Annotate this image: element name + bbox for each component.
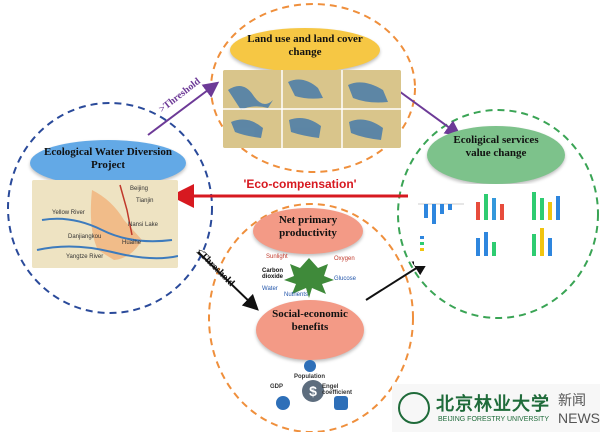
land-use-maps (223, 70, 401, 148)
water-project-map-svg (32, 180, 178, 268)
npp-ellipse (253, 208, 363, 254)
photo-sunlight: Sunlight (266, 254, 288, 260)
mini-chart-5 (532, 228, 552, 256)
mini-legend (420, 236, 424, 251)
map-label-nansi: Nansi Lake (128, 222, 159, 228)
water-project-circle (7, 102, 213, 314)
watermark-chinese: 北京林业大学 (436, 394, 550, 415)
photo-glucose: Glucose (334, 276, 357, 282)
water-project-label: Ecological Water Diversion Project (44, 146, 172, 171)
photo-oxygen: Oxygen (334, 256, 355, 262)
npp-social-circle (208, 203, 414, 432)
dollar-icon: $ (302, 380, 324, 402)
watermark-english: BEIJING FORESTRY UNIVERSITY (438, 416, 549, 423)
gdp-label: GDP (270, 384, 284, 390)
water-project-ellipse (30, 140, 186, 186)
social-icons: Population $ GDP Engel coefficient (264, 360, 364, 424)
photo-carbon: Carbon dioxide (262, 268, 284, 280)
eco-value-charts (414, 184, 584, 266)
map-label-yangtze: Yangtze River (66, 254, 104, 260)
social-ellipse (256, 300, 364, 360)
eco-compensation-label: 'Eco-compensation' (243, 177, 357, 191)
water-project-map: Beijing Tianjin Yellow River Nansi Lake … (32, 180, 178, 268)
npp-label: Net primary productivity (278, 214, 338, 239)
photosynthesis-diagram: Sunlight Oxygen Carbon dioxide Glucose W… (254, 252, 364, 300)
social-label: Social-economic benefits (272, 308, 348, 333)
engel-label: Engel coefficient (322, 384, 353, 396)
map-label-danjiangkou: Danjiangkou (68, 234, 102, 240)
mini-chart-2 (476, 194, 504, 220)
photo-nutrients: Nutrients (284, 292, 309, 298)
land-use-ellipse (230, 28, 380, 72)
gear-icon (276, 396, 290, 410)
population-icon (304, 360, 316, 372)
map-label-beijing: Beijing (130, 186, 149, 192)
mini-chart-3 (532, 192, 560, 220)
watermark: 北京林业大学 BEIJING FORESTRY UNIVERSITY 新闻 NE… (392, 384, 600, 432)
university-logo-icon (398, 392, 430, 424)
watermark-news-cn: 新闻 (558, 393, 586, 409)
land-use-map-grid (223, 70, 401, 148)
social-to-eco-arrow (365, 259, 430, 301)
map-label-yellow: Yellow River (52, 210, 85, 216)
photo-water: Water (262, 286, 278, 292)
land-use-label: Land use and land cover change (247, 33, 363, 58)
threshold-bottom-arrow (197, 251, 259, 311)
map-label-huaihe: Huaihe (122, 240, 142, 246)
mini-chart-1 (418, 203, 464, 224)
threshold-top-arrow (147, 81, 220, 136)
land-to-eco-arrow (391, 85, 462, 137)
watermark-news-en: NEWS (558, 410, 600, 426)
population-label: Population (294, 374, 325, 380)
eco-value-label: Ecoligical services value change (453, 134, 539, 159)
eco-value-ellipse (427, 126, 565, 184)
map-label-tianjin: Tianjin (136, 198, 154, 204)
mini-chart-4 (476, 232, 496, 256)
home-icon (334, 396, 348, 410)
leaf-icon (284, 258, 334, 298)
eco-value-circle (397, 109, 599, 319)
eco-value-charts-svg (418, 192, 560, 256)
